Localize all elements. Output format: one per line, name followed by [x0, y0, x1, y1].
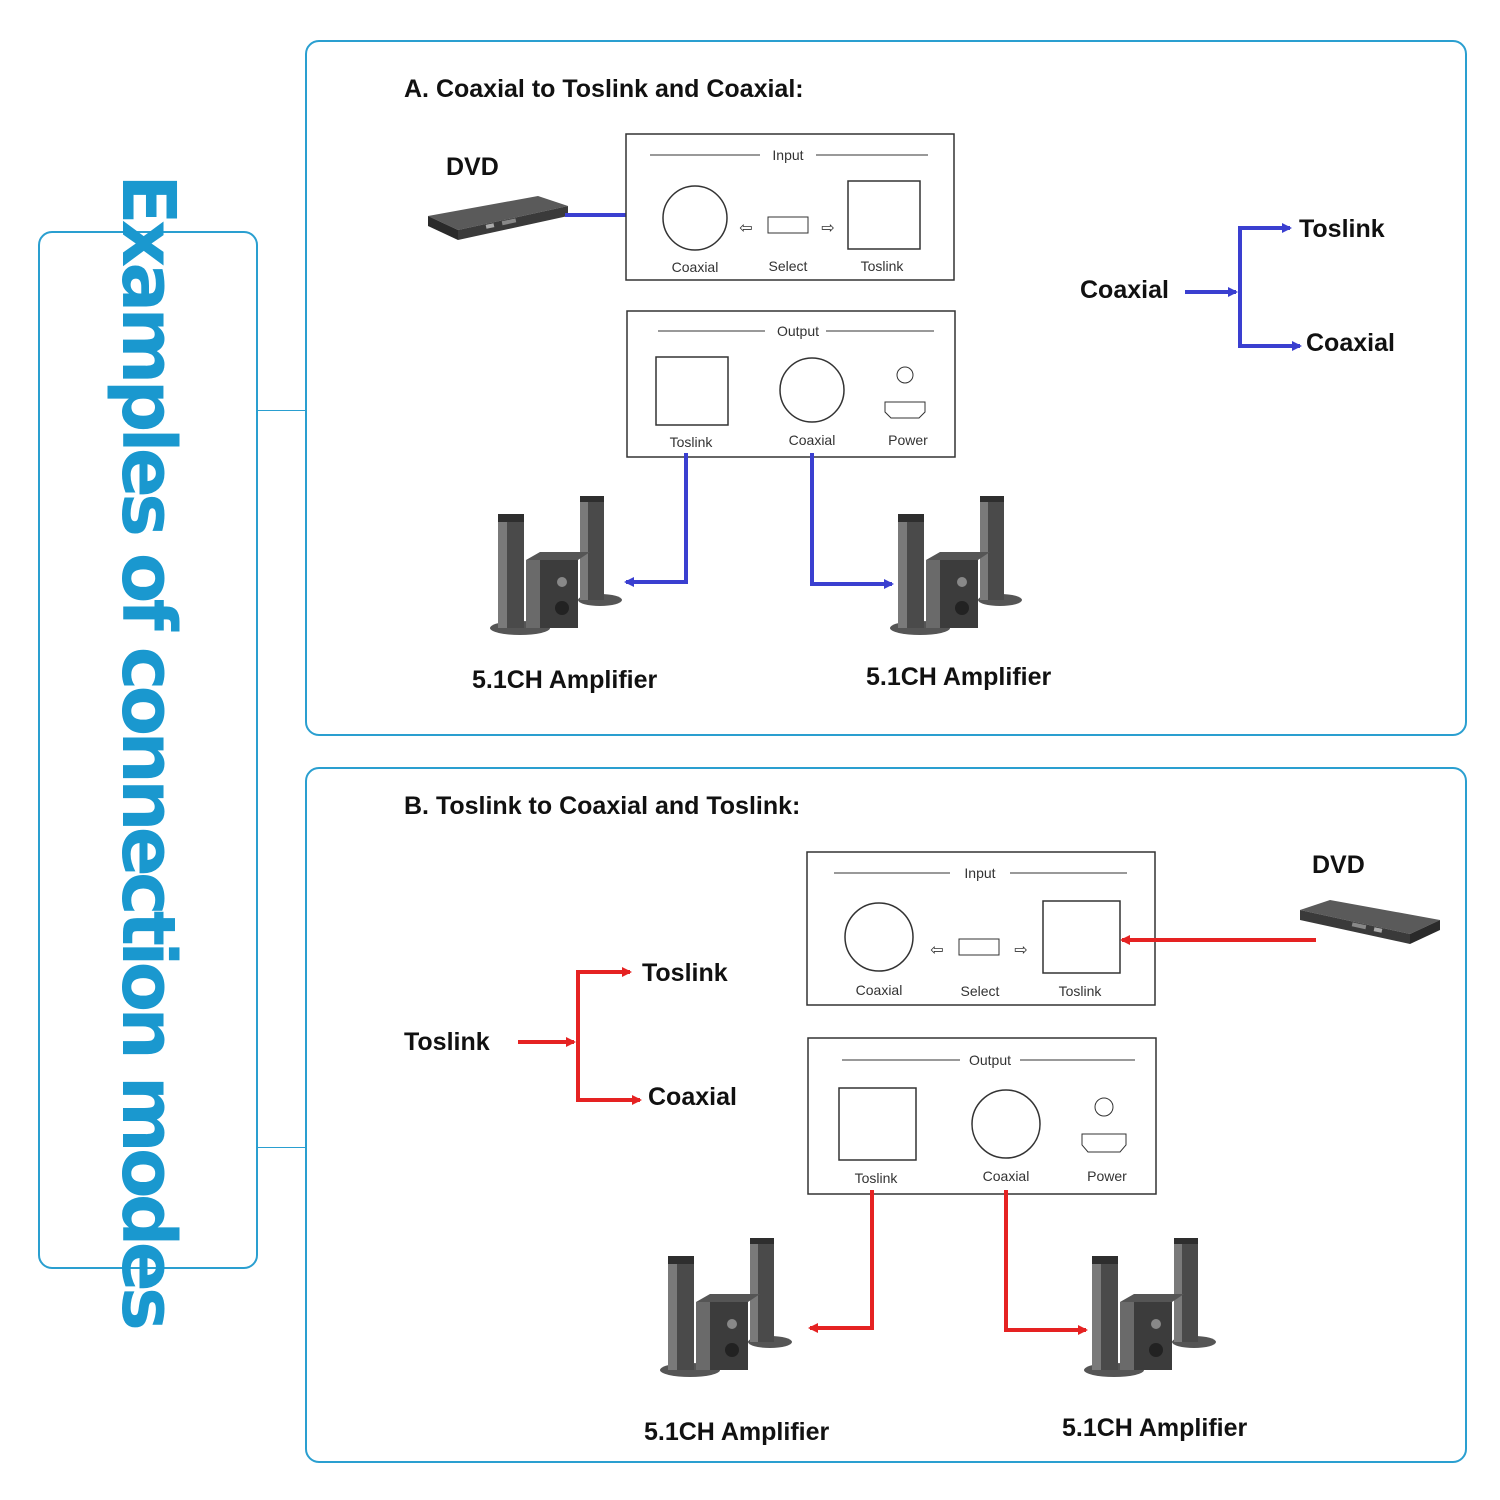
section-a-input-panel: Input ⇦ ⇨ Coaxial Select Toslink [625, 133, 955, 281]
section-a-output-toslink-label: Toslink [670, 434, 714, 450]
section-b-toslink-cable [808, 1190, 874, 1333]
section-a-heading: A. Coaxial to Toslink and Coaxial: [404, 75, 804, 103]
section-a-amp-left-label: 5.1CH Amplifier [472, 666, 658, 694]
section-b-output-coaxial-label: Coaxial [983, 1168, 1030, 1184]
section-b-power-led-icon [1094, 1097, 1114, 1117]
section-a-input-toslink-port [847, 180, 921, 250]
section-a-amp-right-label: 5.1CH Amplifier [866, 663, 1052, 691]
section-b-amplifier-left-icon [660, 1238, 792, 1377]
section-a-input-coaxial-label: Coaxial [672, 259, 719, 275]
section-a-input-coaxial-port [662, 185, 728, 251]
section-a-coaxial-cable [810, 453, 894, 589]
section-b-power-socket-icon [1081, 1133, 1127, 1153]
section-b-input-toslink-port [1042, 900, 1121, 974]
section-a-select-label: Select [769, 258, 808, 274]
section-b-amplifier-right-icon [1084, 1238, 1216, 1377]
section-a-panel [305, 40, 1467, 736]
section-a-output-coaxial-label: Coaxial [789, 432, 836, 448]
section-b-input-panel: Input ⇦ ⇨ Coaxial Select Toslink [806, 851, 1156, 1006]
section-b-flow: Toslink Toslink Coaxial [404, 959, 737, 1111]
section-b-input-toslink-label: Toslink [1059, 983, 1103, 999]
connector-line-b [258, 1147, 306, 1148]
section-a-output-coaxial-port [779, 357, 845, 423]
arrow-left-icon: ⇦ [739, 220, 752, 237]
section-a-amplifier-left-icon [490, 496, 622, 635]
section-a-select-button [767, 216, 809, 234]
arrow-left-icon: ⇦ [930, 942, 943, 959]
section-a-output-title: Output [777, 323, 819, 339]
section-a-flow-to-top: Toslink [1299, 215, 1385, 243]
section-a-flow: Coaxial Toslink Coaxial [1080, 215, 1395, 357]
section-a-input-toslink-label: Toslink [861, 258, 905, 274]
section-b-input-coaxial-label: Coaxial [856, 982, 903, 998]
section-b-input-title: Input [964, 865, 995, 881]
section-a-flow-to-bottom: Coaxial [1306, 329, 1395, 357]
section-a-toslink-cable [624, 453, 688, 587]
section-b-power-label: Power [1087, 1168, 1127, 1184]
arrow-right-icon: ⇨ [821, 220, 834, 237]
section-b-dvd-player-icon [1300, 900, 1440, 944]
arrow-right-icon: ⇨ [1014, 942, 1027, 959]
section-b-amp-left-label: 5.1CH Amplifier [644, 1418, 830, 1446]
section-a-dvd-label: DVD [446, 153, 499, 181]
connector-line-a [258, 410, 306, 411]
section-b-amp-right-label: 5.1CH Amplifier [1062, 1414, 1248, 1442]
section-b-output-toslink-port [838, 1087, 917, 1161]
section-a-amplifier-right-icon [890, 496, 1022, 635]
section-a-power-socket-icon [884, 401, 926, 419]
section-b-coaxial-cable [1004, 1190, 1088, 1335]
section-b-select-label: Select [961, 983, 1000, 999]
section-b-select-button [958, 938, 1000, 956]
section-b-flow-to-top: Toslink [642, 959, 728, 987]
section-a-output-toslink-port [655, 356, 729, 426]
section-a-output-panel: Output Toslink Coaxial Power [626, 310, 956, 458]
section-a-power-led-icon [896, 366, 914, 384]
section-b-input-coaxial-port [844, 902, 914, 972]
section-a-power-label: Power [888, 432, 928, 448]
section-b-dvd-label: DVD [1312, 851, 1365, 879]
section-b-output-panel: Output Toslink Coaxial Power [807, 1037, 1157, 1195]
section-b-heading: B. Toslink to Coaxial and Toslink: [404, 792, 800, 820]
section-b-flow-to-bottom: Coaxial [648, 1083, 737, 1111]
side-title-panel [38, 231, 258, 1269]
section-b-panel [305, 767, 1467, 1463]
section-b-flow-from: Toslink [404, 1028, 490, 1056]
section-b-output-toslink-label: Toslink [855, 1170, 899, 1186]
section-b-output-coaxial-port [971, 1089, 1041, 1159]
section-b-output-title: Output [969, 1052, 1011, 1068]
section-a-dvd-player-icon [428, 196, 568, 240]
section-a-flow-from: Coaxial [1080, 276, 1169, 304]
section-a-input-title: Input [772, 147, 803, 163]
